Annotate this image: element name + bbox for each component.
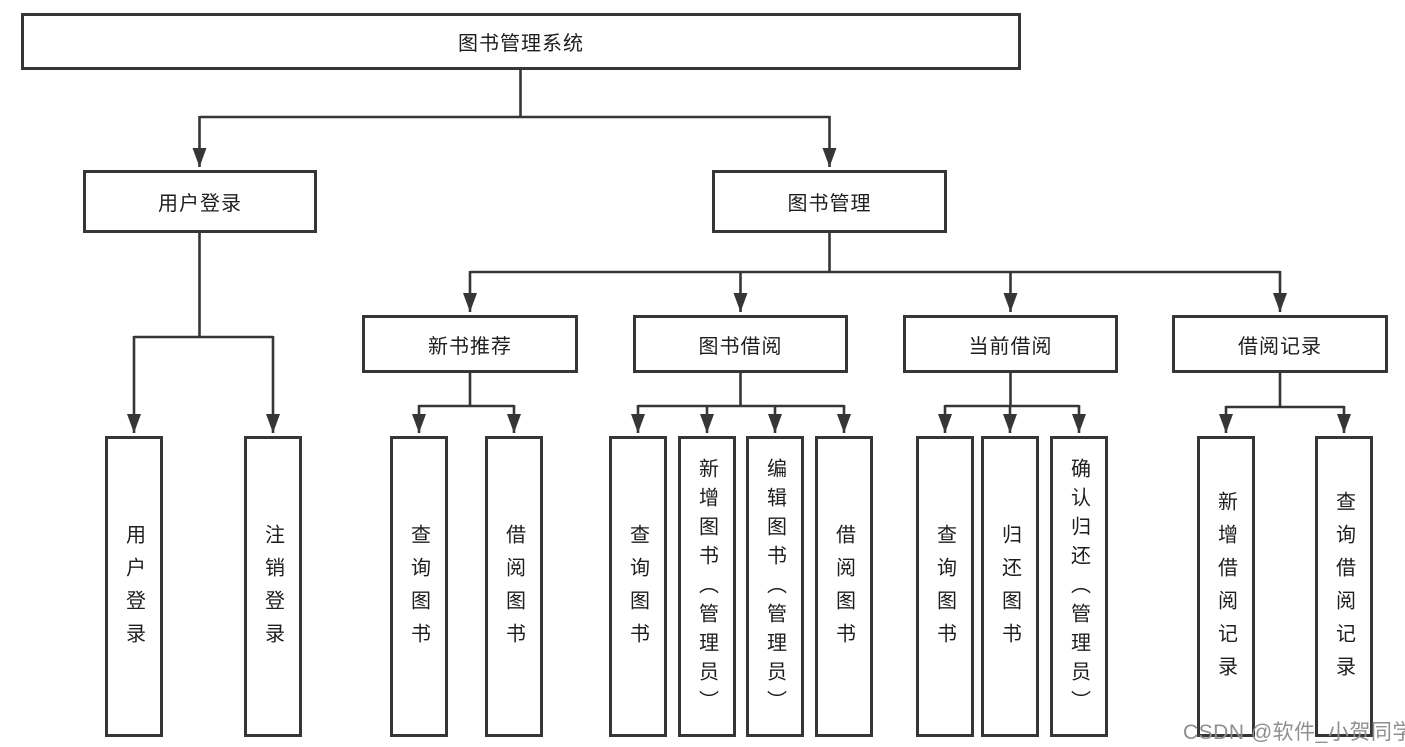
node-user-login: 用户登录 [83,170,317,233]
leaf-confirm-return-admin: 确认归还（管理员） [1050,436,1108,737]
leaf-add-borrow-record: 新增借阅记录 [1197,436,1255,737]
node-book-management: 图书管理 [712,170,947,233]
node-current-borrowing: 当前借阅 [903,315,1118,373]
node-book-borrowing: 图书借阅 [633,315,848,373]
leaf-query-borrow-record: 查询借阅记录 [1315,436,1373,737]
leaf-borrow-books: 借阅图书 [815,436,873,737]
node-borrowing-records: 借阅记录 [1172,315,1388,373]
leaf-return-books: 归还图书 [981,436,1039,737]
leaf-add-books-admin: 新增图书（管理员） [678,436,736,737]
leaf-logout: 注销登录 [244,436,302,737]
connector-root-to-level2 [192,70,837,167]
node-library-management-system: 图书管理系统 [21,13,1021,70]
connector-book-borrow-children [631,373,851,433]
csdn-watermark: CSDN @软件_小贺同学 [1183,721,1405,744]
leaf-query-books: 查询图书 [609,436,667,737]
connector-user-login-children [127,233,280,433]
connector-book-mgmt-children [463,233,1287,312]
connector-new-book-rec-children [412,373,521,433]
leaf-query-books: 查询图书 [390,436,448,737]
node-new-book-recommendation: 新书推荐 [362,315,578,373]
leaf-edit-books-admin: 编辑图书（管理员） [746,436,804,737]
leaf-user-login: 用户登录 [105,436,163,737]
leaf-query-books: 查询图书 [916,436,974,737]
connector-borrow-records-children [1219,373,1351,433]
leaf-borrow-books: 借阅图书 [485,436,543,737]
connector-current-borrow-children [938,373,1086,433]
